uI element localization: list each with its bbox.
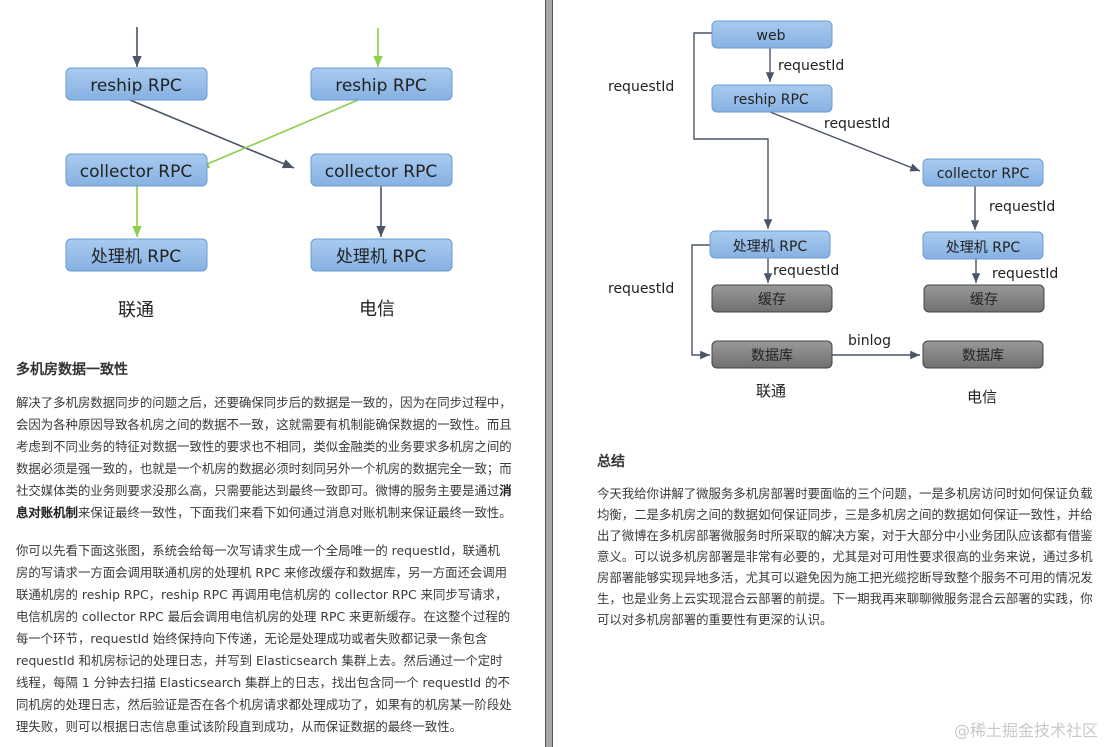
edge-label-reship-collector: requestId [824,116,890,132]
watermark: @稀土掘金技术社区 [953,721,1098,740]
svg-text:处理机 RPC: 处理机 RPC [733,239,808,255]
section-title: 多机房数据一致性 [16,362,128,378]
arrow-dx-reship-to-lt-collector [197,99,359,169]
node-telecom-reship: reship RPC [310,67,453,101]
svg-text:数据库: 数据库 [962,348,1004,364]
bold-term: 消息对账机制 [16,483,512,520]
svg-text:数据库: 数据库 [751,348,793,364]
summary-title: 总结 [597,454,625,470]
paragraph-text: 来保证最终一致性，下面我们来看下如何通过消息对账机制来保证最终一致性。 [77,505,512,520]
svg-text:缓存: 缓存 [970,292,998,308]
sync-diagram: reship RPC reship RPC collector RPC coll… [65,27,453,321]
node-unicom-processor: 处理机 RPC [65,238,208,272]
node-telecom-processor: 处理机 RPC [310,238,453,272]
left-page: reship RPC reship RPC collector RPC coll… [0,0,545,747]
svg-text:reship RPC: reship RPC [335,76,427,96]
edge-label-telecom-cache: requestId [992,266,1058,282]
label-unicom: 联通 [118,300,154,321]
svg-text:处理机 RPC: 处理机 RPC [336,247,426,267]
label-telecom: 电信 [967,388,997,406]
node-unicom-db: 数据库 [711,340,833,369]
edge-label-unicom-cache: requestId [773,263,839,279]
arrow-lt-reship-to-dx-collector [129,99,295,169]
svg-text:web: web [757,28,786,44]
reconciliation-diagram: web reship RPC collector RPC 处理机 RPC 处理机… [608,20,1058,406]
node-telecom-cache: 缓存 [923,284,1045,313]
svg-text:缓存: 缓存 [758,292,786,308]
node-telecom-processor: 处理机 RPC [922,231,1044,260]
node-telecom-collector: collector RPC [310,153,453,187]
arrow-web-to-unicom-processor [693,32,773,229]
page-divider [545,0,553,747]
svg-text:collector RPC: collector RPC [325,162,437,182]
node-unicom-reship: reship RPC [65,67,208,101]
edge-label-web-processor: requestId [608,79,674,95]
svg-text:reship RPC: reship RPC [733,92,809,108]
svg-text:collector RPC: collector RPC [937,166,1030,182]
paragraph-reconciliation: 你可以先看下面这张图，系统会给每一次写请求生成一个全局唯一的 requestId… [16,543,512,734]
edge-label-web-reship: requestId [778,58,844,74]
node-collector: collector RPC [922,158,1044,187]
svg-text:处理机 RPC: 处理机 RPC [946,240,1021,256]
label-unicom: 联通 [756,382,786,400]
paragraph-consistency: 解决了多机房数据同步的问题之后，还要确保同步后的数据是一致的，因为在同步过程中，… [16,392,512,524]
svg-text:collector RPC: collector RPC [80,162,192,182]
right-page: web reship RPC collector RPC 处理机 RPC 处理机… [554,0,1106,747]
node-unicom-processor: 处理机 RPC [709,230,831,259]
node-web: web [711,20,833,49]
node-unicom-collector: collector RPC [65,153,208,187]
node-reship: reship RPC [711,84,833,113]
svg-text:处理机 RPC: 处理机 RPC [91,247,181,267]
edge-label-collector-processor: requestId [989,199,1055,215]
node-unicom-cache: 缓存 [711,284,833,313]
paragraph-text: 解决了多机房数据同步的问题之后，还要确保同步后的数据是一致的，因为在同步过程中，… [16,395,512,498]
edge-label-processor-db: requestId [608,281,674,297]
edge-label-binlog: binlog [848,333,891,349]
label-telecom: 电信 [359,299,395,320]
arrow-unicom-processor-to-db [691,244,710,360]
summary-paragraph: 今天我给你讲解了微服务多机房部署时要面临的三个问题，一是多机房访问时如何保证负载… [597,486,1093,627]
arrow-reship-to-collector [769,111,921,172]
node-telecom-db: 数据库 [922,340,1044,369]
svg-text:reship RPC: reship RPC [90,76,182,96]
